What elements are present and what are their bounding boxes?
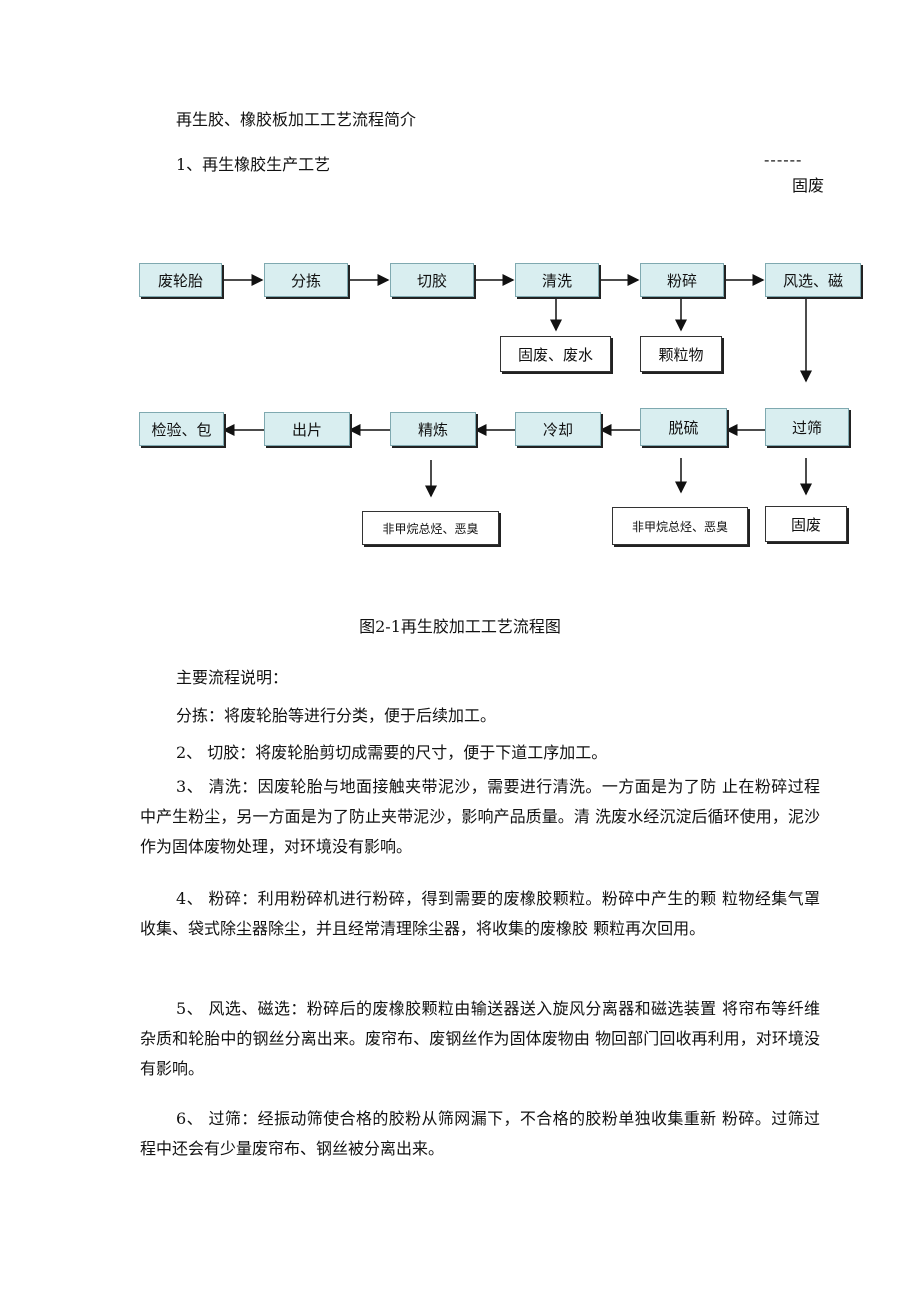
flow-connectors <box>222 274 812 498</box>
figure-caption: 图2-1再生胶加工工艺流程图 <box>359 617 561 636</box>
paragraph-fengxuan: 5、 风选、磁选：粉碎后的废橡胶颗粒由输送器送入旋风分离器和磁选装置 将帘布等纤… <box>140 994 820 1084</box>
paragraph-qiejiao: 2、 切胶：将废轮胎剪切成需要的尺寸，便于下道工序加工。 <box>176 743 608 762</box>
body-heading: 主要流程说明： <box>176 668 289 687</box>
step-chupian: 出片 <box>264 412 350 446</box>
step-qiejiao: 切胶 <box>390 263 474 297</box>
section-heading: 1、再生橡胶生产工艺 <box>176 155 331 174</box>
step-fensui: 粉碎 <box>640 263 724 297</box>
step-tuoliu: 脱硫 <box>640 408 727 446</box>
output-keliwu: 颗粒物 <box>640 336 722 372</box>
dash-marker: ------ <box>764 150 803 169</box>
paragraph-guoshai-text: 6、 过筛：经振动筛使合格的胶粉从筛网漏下，不合格的胶粉单独收集重新 粉碎。过筛… <box>140 1109 820 1158</box>
output-gufei: 固废 <box>765 506 847 542</box>
doc-title: 再生胶、橡胶板加工工艺流程简介 <box>176 110 417 129</box>
output-gufei-feishui: 固废、废水 <box>500 336 611 372</box>
step-jinglian: 精炼 <box>390 412 476 446</box>
paragraph-fensui: 4、 粉碎：利用粉碎机进行粉碎，得到需要的废橡胶颗粒。粉碎中产生的颗 粒物经集气… <box>140 884 820 944</box>
paragraph-guoshai: 6、 过筛：经振动筛使合格的胶粉从筛网漏下，不合格的胶粉单独收集重新 粉碎。过筛… <box>140 1104 820 1164</box>
paragraph-fensui-text: 4、 粉碎：利用粉碎机进行粉碎，得到需要的废橡胶颗粒。粉碎中产生的颗 粒物经集气… <box>140 889 820 938</box>
output-voc-jinglian: 非甲烷总烃、恶臭 <box>362 511 499 545</box>
step-qingxi: 清洗 <box>515 263 599 297</box>
step-jianyan: 检验、包 <box>139 412 224 446</box>
step-feiluntai: 废轮胎 <box>139 263 222 297</box>
paragraph-fengxuan-text: 5、 风选、磁选：粉碎后的废橡胶颗粒由输送器送入旋风分离器和磁选装置 将帘布等纤… <box>140 999 820 1078</box>
paragraph-qingxi: 3、 清洗：因废轮胎与地面接触夹带泥沙，需要进行清洗。一方面是为了防 止在粉碎过… <box>140 772 820 862</box>
step-fengxuan: 风选、磁 <box>765 263 861 297</box>
output-voc-tuoliu: 非甲烷总烃、恶臭 <box>612 507 748 545</box>
step-guoshai: 过筛 <box>765 408 849 446</box>
side-label: 固废 <box>792 176 825 195</box>
step-lengque: 冷却 <box>515 412 601 446</box>
paragraph-qingxi-text: 3、 清洗：因废轮胎与地面接触夹带泥沙，需要进行清洗。一方面是为了防 止在粉碎过… <box>140 777 820 856</box>
paragraph-fenjian: 分拣：将废轮胎等进行分类，便于后续加工。 <box>176 706 497 725</box>
step-fenjian: 分拣 <box>264 263 348 297</box>
